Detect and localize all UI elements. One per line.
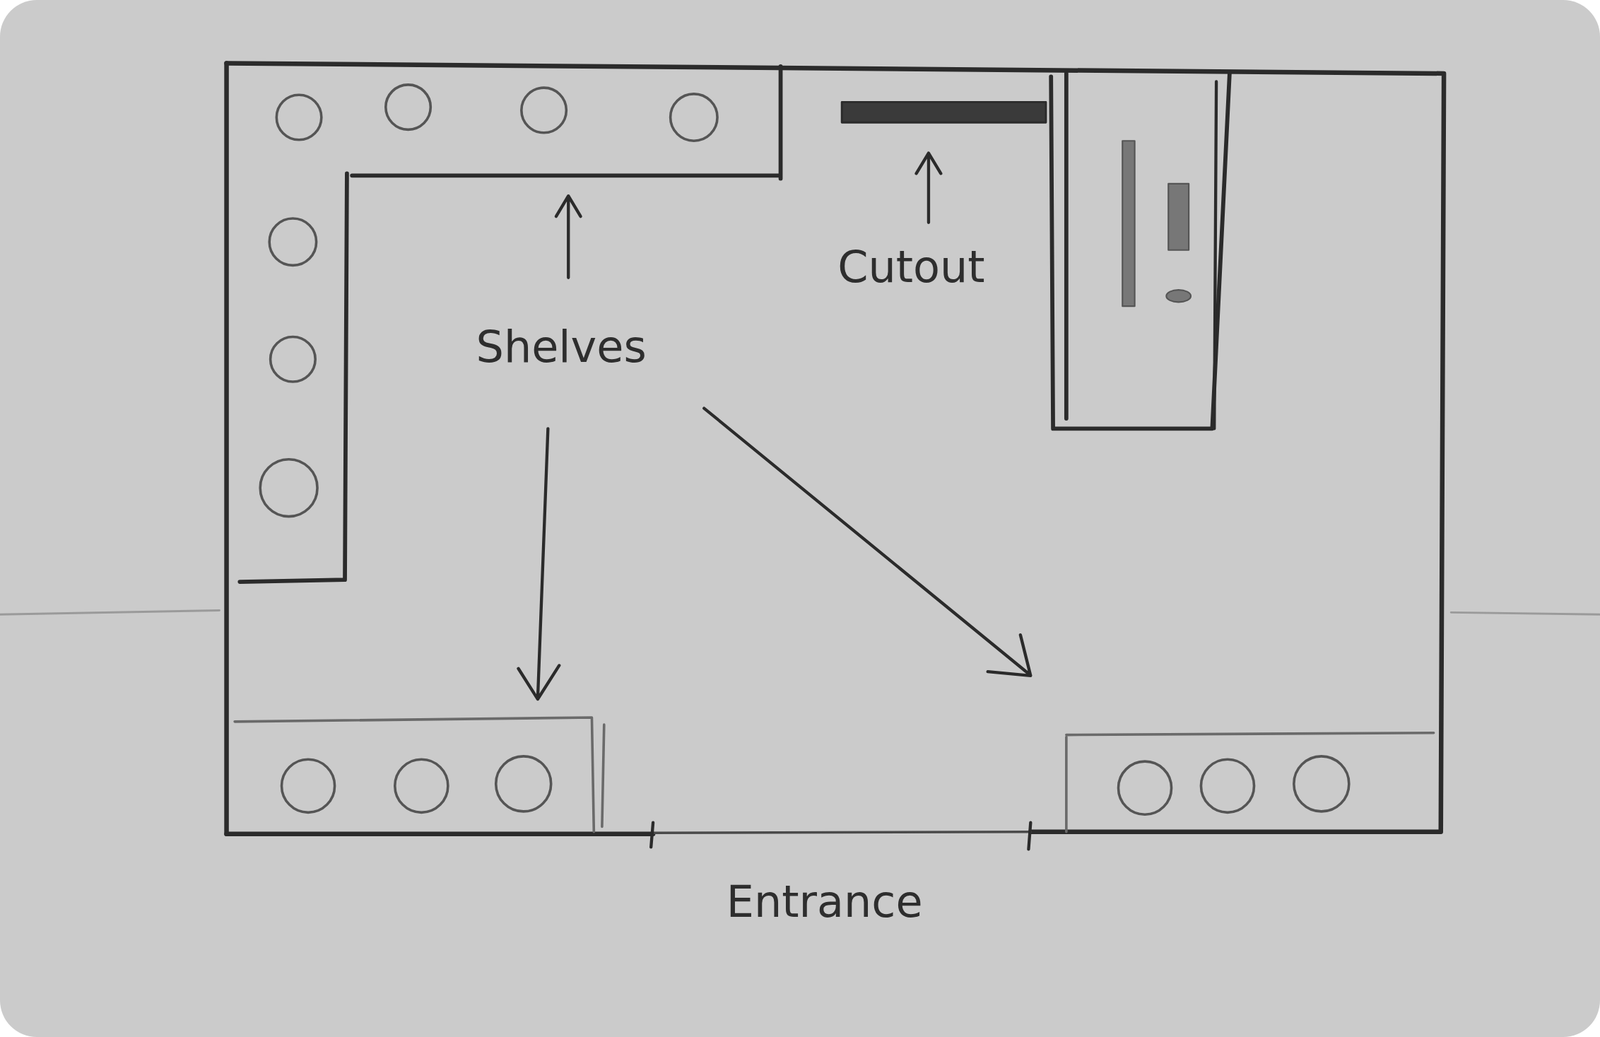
shelf-outline bbox=[239, 66, 781, 582]
room-wall bbox=[226, 63, 1445, 834]
leader-arrow bbox=[556, 195, 581, 278]
item-circle bbox=[1118, 761, 1172, 815]
shelves-label: Shelves bbox=[476, 322, 647, 372]
shelf-outline bbox=[234, 717, 605, 832]
item-circle bbox=[276, 94, 322, 140]
entrance-line bbox=[653, 831, 1031, 833]
unit-outline bbox=[1214, 81, 1217, 429]
cutout-label: Cutout bbox=[837, 243, 985, 292]
shelf-items bbox=[281, 756, 552, 813]
unit-bar bbox=[1122, 140, 1135, 307]
leader-arrow bbox=[703, 408, 1031, 676]
leader-arrows bbox=[518, 153, 1031, 699]
item-circle bbox=[496, 756, 552, 812]
item-circle bbox=[281, 759, 335, 813]
item-circle bbox=[1293, 756, 1350, 812]
item-circle bbox=[1200, 759, 1254, 813]
shelf-outline bbox=[1066, 732, 1434, 832]
entrance-tick bbox=[650, 822, 1031, 850]
item-circle bbox=[260, 459, 318, 517]
shelf-items bbox=[260, 84, 718, 517]
item-circle bbox=[521, 87, 567, 133]
item-circle bbox=[270, 336, 316, 382]
unit-outline bbox=[1050, 73, 1230, 429]
cutout-bar bbox=[841, 101, 1046, 123]
unit-knob bbox=[1166, 289, 1191, 302]
item-circle bbox=[385, 84, 432, 131]
leader-arrow bbox=[518, 428, 560, 699]
item-circle bbox=[395, 759, 449, 813]
item-circle bbox=[269, 218, 316, 266]
room-wall bbox=[224, 63, 229, 834]
item-circle bbox=[670, 93, 718, 141]
entrance-label: Entrance bbox=[726, 877, 923, 926]
leader-arrow bbox=[916, 153, 942, 223]
fold-line bbox=[0, 609, 1600, 615]
shelf-items bbox=[1118, 756, 1349, 815]
unit-bar bbox=[1168, 183, 1189, 251]
